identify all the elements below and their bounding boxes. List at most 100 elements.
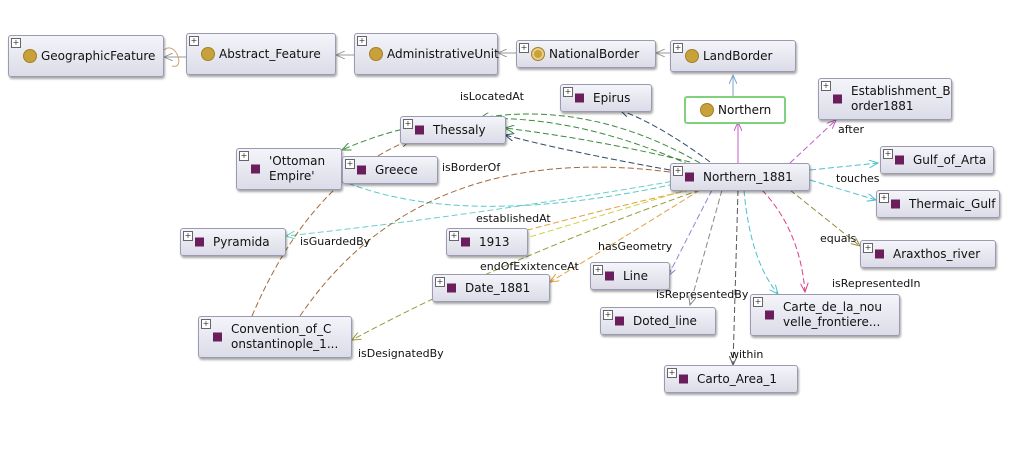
expand-toggle[interactable]: + [821,81,831,91]
individual-node-1913[interactable]: + 1913 [446,228,528,256]
edge-to-gulf-arta [809,163,878,171]
node-label: Line [623,268,649,283]
edge-to-thessaly-1 [505,128,691,163]
node-label: NationalBorder [549,46,640,61]
individual-node-greece[interactable]: + Greece [342,156,438,184]
node-label: AdministrativeUnit [387,46,499,61]
edge-label-has-geometry: hasGeometry [598,240,673,253]
class-icon [369,47,383,61]
node-label: Thessaly [433,122,486,137]
individual-node-carto-area-1[interactable]: + Carto_Area_1 [664,365,798,393]
expand-toggle[interactable]: + [879,193,889,203]
individual-icon [213,332,222,342]
individual-node-gulf-of-arta[interactable]: + Gulf_of_Arta [880,146,994,174]
edge-convention-to-thessaly [251,140,410,317]
individual-icon [875,249,884,259]
node-label: Northern [718,102,772,117]
individual-node-ottoman-empire[interactable]: + 'Ottoman Empire' [236,148,342,190]
expand-toggle[interactable]: + [403,119,413,129]
node-label: Convention_of_C onstantinople_1... [231,322,339,351]
individual-node-epirus[interactable]: + Epirus [560,84,652,112]
individual-icon [615,316,624,326]
expand-toggle[interactable]: + [435,277,445,287]
node-label: Carte_de_la_nou velle_frontiere... [783,300,882,329]
individual-icon [461,237,470,247]
edge-to-carte-b [761,189,805,292]
node-label: Gulf_of_Arta [913,152,987,167]
class-node-administrative-unit[interactable]: + AdministrativeUnit [354,33,499,75]
individual-icon [685,172,694,182]
individual-node-araxthos-river[interactable]: + Araxthos_river [860,240,996,268]
node-label: 1913 [479,234,510,249]
node-label: 'Ottoman Empire' [269,154,326,183]
node-label: Date_1881 [465,280,531,295]
node-label: GeographicFeature [41,48,156,63]
class-node-national-border[interactable]: + NationalBorder [516,40,656,68]
individual-icon [765,310,774,320]
edge-label-is-represented-in: isRepresentedIn [832,277,921,290]
edge-to-date1881 [550,189,701,282]
expand-toggle[interactable]: + [563,87,573,97]
expand-toggle[interactable]: + [603,310,613,320]
edge-to-convention [352,189,701,340]
expand-toggle[interactable]: + [189,36,199,46]
node-label: Establishment_B order1881 [851,84,951,113]
edge-to-doted-line [690,189,723,305]
expand-toggle[interactable]: + [673,166,683,176]
expand-toggle[interactable]: + [183,231,193,241]
individual-icon [679,374,688,384]
class-node-abstract-feature[interactable]: + Abstract_Feature [186,33,336,75]
edge-label-within: within [730,348,764,361]
individual-node-thessaly[interactable]: + Thessaly [400,116,506,144]
individual-node-date-1881[interactable]: + Date_1881 [432,274,550,302]
edge-to-thessaly-2 [480,114,701,164]
edge-label-is-represented-by: isRepresentedBy [656,288,749,301]
individual-node-line[interactable]: + Line [590,262,670,290]
node-label: Abstract_Feature [219,46,321,61]
class-icon [531,47,545,61]
individual-icon [357,165,366,175]
expand-toggle[interactable]: + [11,38,21,48]
individual-node-carte[interactable]: + Carte_de_la_nou velle_frontiere... [750,294,900,336]
individual-icon [415,125,424,135]
class-icon [201,47,215,61]
individual-icon [605,271,614,281]
individual-node-establishment-border-1881[interactable]: + Establishment_B order1881 [818,78,952,120]
expand-toggle[interactable]: + [201,319,211,329]
individual-icon [575,93,584,103]
expand-toggle[interactable]: + [357,36,367,46]
class-icon [23,49,37,63]
node-label: Araxthos_river [893,246,981,261]
individual-icon [833,94,842,104]
edge-to-1913-b [506,185,701,244]
node-label: Epirus [593,90,631,105]
expand-toggle[interactable]: + [753,297,763,307]
edge-geo-loop [163,47,180,67]
node-label: Doted_line [633,313,697,328]
expand-toggle[interactable]: + [519,43,529,53]
edge-label-after: after [838,123,865,136]
node-label: Pyramida [213,234,270,249]
expand-toggle[interactable]: + [883,149,893,159]
edge-label-equals: equals [820,232,857,245]
edge-to-establishment [789,120,836,164]
class-node-northern[interactable]: Northern [684,96,786,124]
edge-label-is-designated-by: isDesignatedBy [358,347,444,360]
individual-node-doted-line[interactable]: + Doted_line [600,307,716,335]
individual-node-convention[interactable]: + Convention_of_C onstantinople_1... [198,316,352,358]
individual-node-pyramida[interactable]: + Pyramida [180,228,286,256]
edge-label-established-at: establishedAt [476,212,551,225]
class-node-land-border[interactable]: + LandBorder [670,40,796,72]
expand-toggle[interactable]: + [863,243,873,253]
individual-node-thermaic-gulf[interactable]: + Thermaic_Gulf [876,190,1000,218]
expand-toggle[interactable]: + [593,265,603,275]
expand-toggle[interactable]: + [673,43,683,53]
expand-toggle[interactable]: + [667,368,677,378]
class-node-geographic-feature[interactable]: + GeographicFeature [8,35,164,77]
node-label: Thermaic_Gulf [909,196,996,211]
expand-toggle[interactable]: + [239,151,249,161]
individual-node-northern-1881[interactable]: + Northern_1881 [670,163,810,191]
expand-toggle[interactable]: + [449,231,459,241]
expand-toggle[interactable]: + [345,159,355,169]
